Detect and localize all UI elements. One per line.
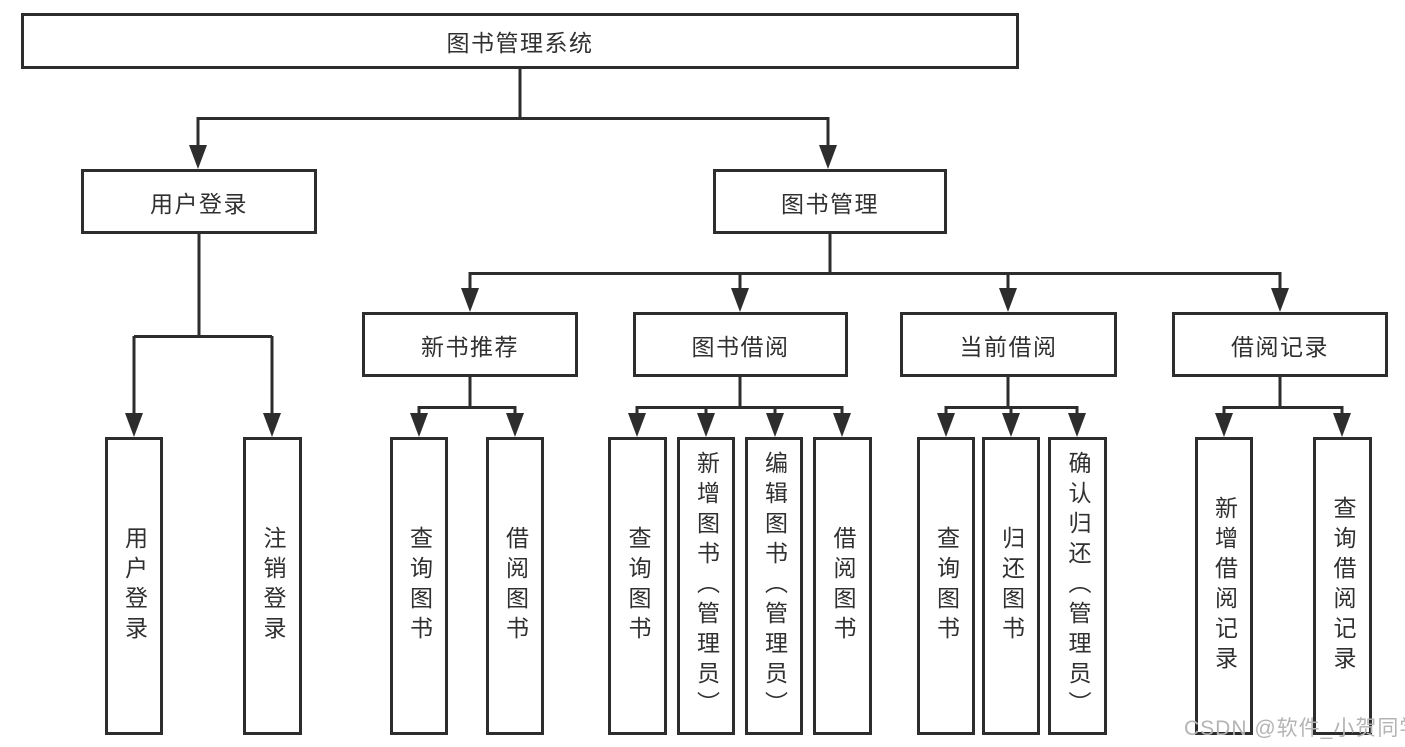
node-root-label: 图书管理系统 xyxy=(446,30,594,56)
node-root: 图书管理系统 xyxy=(21,13,1019,69)
leaf-add-book-admin-label: 新增图书（管理员） xyxy=(693,451,720,721)
leaf-add-borrow-record-label: 新增借阅记录 xyxy=(1211,496,1238,676)
leaf-confirm-return-admin-label: 确认归还（管理员） xyxy=(1065,451,1091,721)
node-borrow-records: 借阅记录 xyxy=(1172,312,1388,377)
node-borrow-records-label: 借阅记录 xyxy=(1231,333,1329,360)
leaf-borrow-book-recommend: 借阅图书 xyxy=(486,437,544,735)
leaf-query-book-borrow-label: 查询图书 xyxy=(625,526,651,646)
leaf-user-login-label: 用户登录 xyxy=(121,526,148,646)
leaf-add-borrow-record: 新增借阅记录 xyxy=(1195,437,1253,735)
leaf-borrow-book-recommend-label: 借阅图书 xyxy=(502,526,529,646)
node-new-book-recommend: 新书推荐 xyxy=(362,312,578,377)
leaf-return-book-label: 归还图书 xyxy=(998,526,1025,646)
node-current-borrow-label: 当前借阅 xyxy=(959,333,1058,360)
arrowheads xyxy=(125,145,1351,437)
node-new-book-recommend-label: 新书推荐 xyxy=(421,333,519,360)
node-book-management: 图书管理 xyxy=(713,169,947,234)
node-user-login: 用户登录 xyxy=(81,169,317,234)
leaf-edit-book-admin: 编辑图书（管理员） xyxy=(745,437,803,735)
node-book-borrow-label: 图书借阅 xyxy=(691,333,790,360)
leaf-query-book-current: 查询图书 xyxy=(917,437,975,735)
leaf-add-book-admin: 新增图书（管理员） xyxy=(677,437,735,735)
leaf-query-book-recommend-label: 查询图书 xyxy=(406,526,433,646)
node-user-login-label: 用户登录 xyxy=(150,190,248,217)
node-book-management-label: 图书管理 xyxy=(781,190,879,217)
leaf-query-book-recommend: 查询图书 xyxy=(390,437,448,735)
node-book-borrow: 图书借阅 xyxy=(633,312,848,377)
leaf-borrow-book-label: 借阅图书 xyxy=(830,526,856,646)
node-current-borrow: 当前借阅 xyxy=(900,312,1117,377)
leaf-edit-book-admin-label: 编辑图书（管理员） xyxy=(761,451,788,721)
leaf-query-book-current-label: 查询图书 xyxy=(933,526,960,646)
leaf-confirm-return-admin: 确认归还（管理员） xyxy=(1048,437,1107,735)
watermark: CSDN @软件_小贺同学 xyxy=(1184,717,1405,740)
leaf-return-book: 归还图书 xyxy=(982,437,1040,735)
leaf-logout: 注销登录 xyxy=(243,437,302,735)
leaf-query-borrow-record-label: 查询借阅记录 xyxy=(1330,496,1356,676)
leaf-borrow-book: 借阅图书 xyxy=(813,437,872,735)
leaf-query-book-borrow: 查询图书 xyxy=(608,437,667,735)
leaf-user-login: 用户登录 xyxy=(105,437,163,735)
leaf-logout-label: 注销登录 xyxy=(260,526,286,646)
leaf-query-borrow-record: 查询借阅记录 xyxy=(1313,437,1372,735)
